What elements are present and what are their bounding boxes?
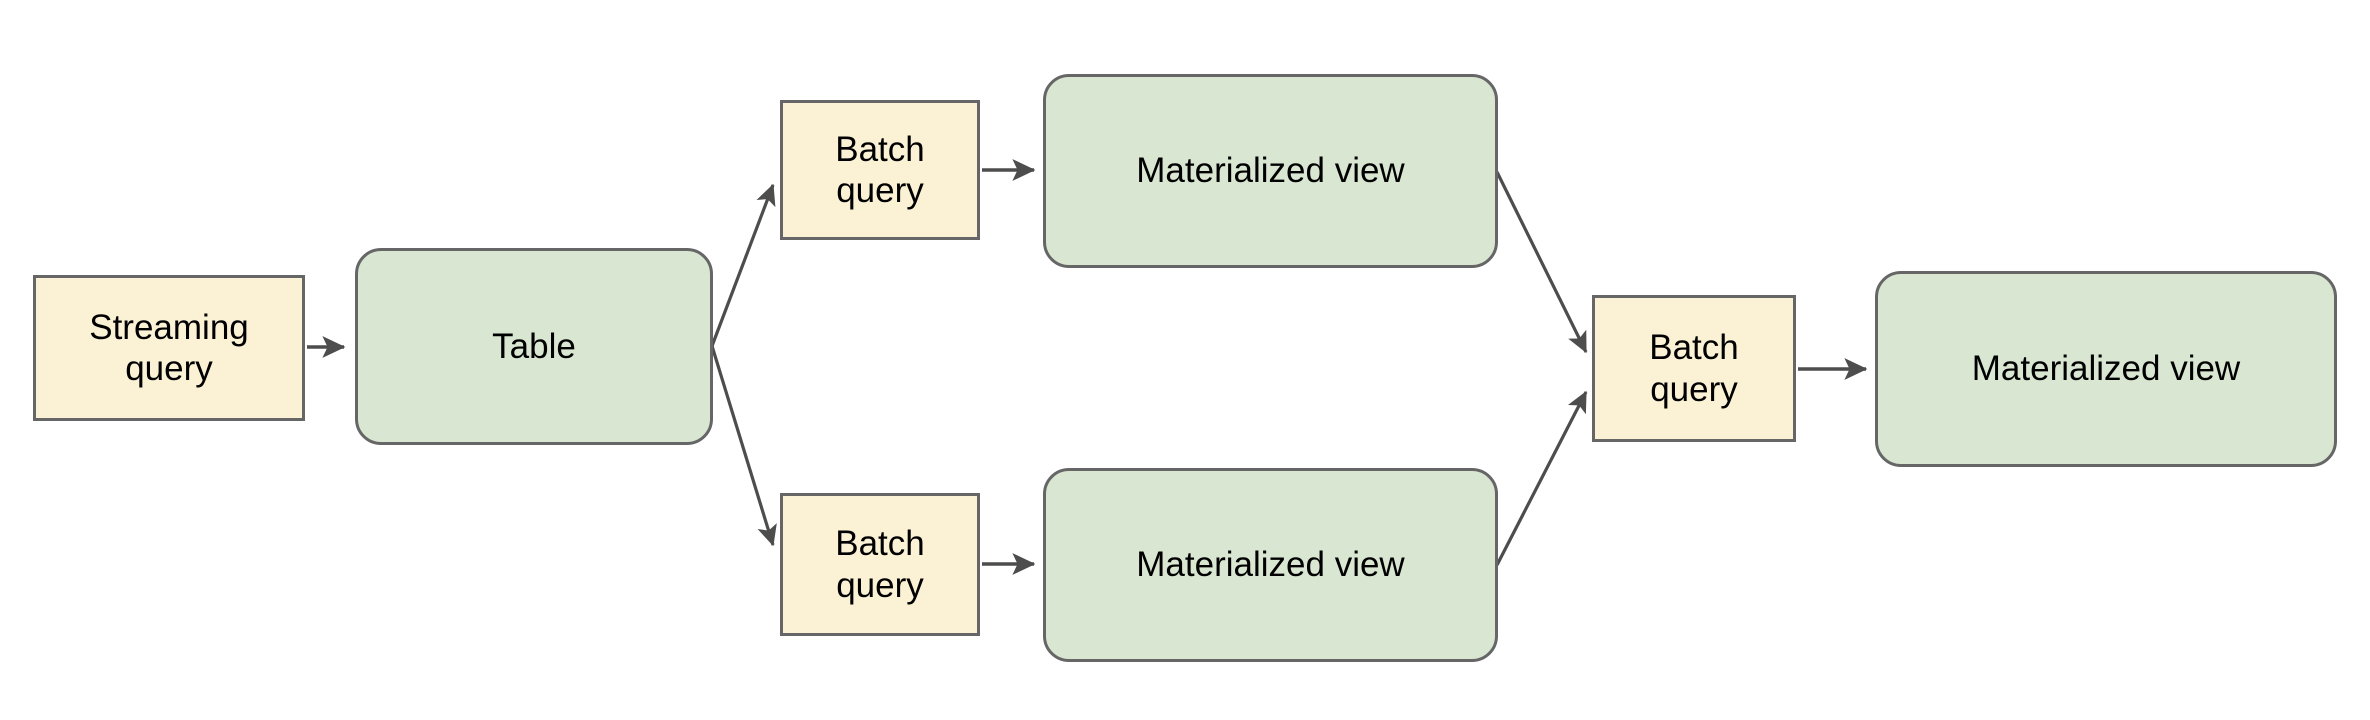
node-materialized-view-bottom-label: Materialized view <box>1136 545 1405 585</box>
node-table-label: Table <box>492 326 576 366</box>
node-materialized-view-final-label: Materialized view <box>1971 349 2241 389</box>
node-materialized-view-bottom[interactable]: Materialized view <box>1043 468 1498 662</box>
node-batch-query-bottom[interactable]: Batch query <box>780 493 980 636</box>
node-table[interactable]: Table <box>355 248 713 445</box>
node-batch-query-top-label: Batch query <box>835 129 925 210</box>
node-batch-query-top[interactable]: Batch query <box>780 100 980 240</box>
node-streaming-query-label: Streaming query <box>89 307 249 388</box>
edge-table-to-batch-top <box>710 183 776 347</box>
edge-mv-bot-to-join <box>1495 390 1588 566</box>
edge-mv-top-to-join <box>1495 171 1588 354</box>
edge-table-to-batch-bottom <box>710 345 777 547</box>
node-batch-query-join-label: Batch query <box>1649 328 1739 409</box>
node-materialized-view-top[interactable]: Materialized view <box>1043 74 1498 268</box>
node-materialized-view-final[interactable]: Materialized view <box>1875 271 2337 467</box>
node-batch-query-bottom-label: Batch query <box>835 524 925 605</box>
node-streaming-query[interactable]: Streaming query <box>33 275 305 421</box>
node-materialized-view-top-label: Materialized view <box>1136 151 1405 191</box>
node-batch-query-join[interactable]: Batch query <box>1592 295 1796 442</box>
